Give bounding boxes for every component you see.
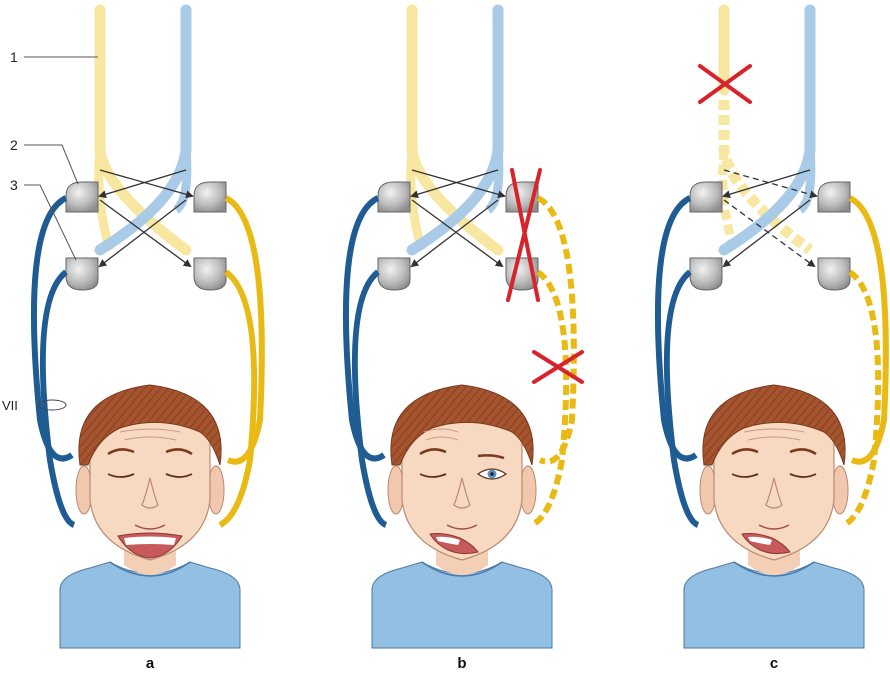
facial-nerve-yellow	[226, 198, 262, 462]
callout-3-label: 3	[10, 177, 18, 193]
panel-letter-b: b	[457, 655, 466, 672]
upper-motor-pathway-blue	[100, 10, 186, 250]
panel-letter-a: a	[146, 655, 155, 672]
panel-b: b	[346, 10, 582, 672]
nerve-vii-label: VII	[2, 398, 18, 413]
callout-2-label: 2	[10, 137, 18, 153]
panel-c: c	[658, 10, 886, 672]
panel-a: a	[34, 10, 262, 672]
callouts: 1 2 3 VII	[2, 49, 98, 413]
facial-nerve-blue	[34, 198, 72, 458]
panel-letter-c: c	[770, 655, 778, 672]
lesion-nerve-x	[534, 352, 582, 382]
nuclei	[66, 182, 226, 290]
damaged-facial-nerve-yellow	[538, 198, 574, 462]
callout-1-label: 1	[10, 49, 18, 65]
